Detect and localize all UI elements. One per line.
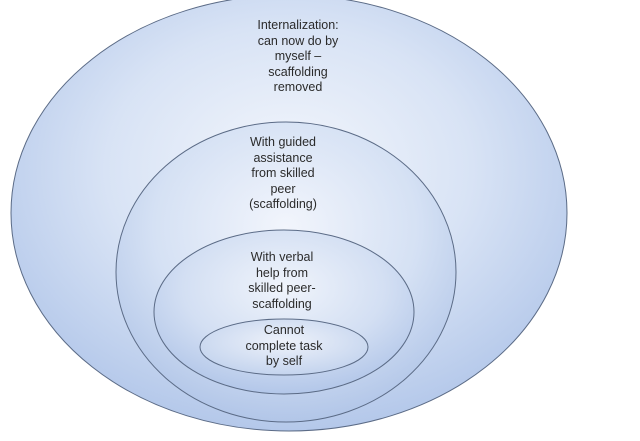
second-zone-label: With guided assistance from skilled peer… [249,135,317,211]
inner-zone-label: Cannot complete task by self [245,323,323,368]
inner-zone-ellipse [199,318,369,376]
third-zone-label: With verbal help from skilled peer- scaf… [248,250,316,311]
outer-zone-label: Internalization: can now do by myself – … [257,18,339,94]
